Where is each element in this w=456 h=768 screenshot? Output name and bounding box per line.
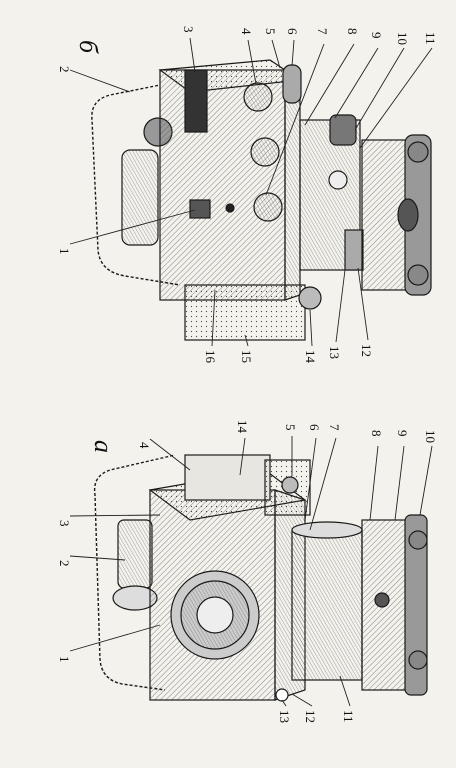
right-label: 15 [239, 350, 254, 363]
right-label: 4 [239, 28, 254, 35]
right-instrument-view: б [74, 40, 432, 341]
right-label: 16 [203, 350, 218, 364]
right-connector [298, 286, 322, 310]
right-label: 10 [395, 32, 410, 45]
left-label: 1 [57, 656, 72, 663]
left-label: 4 [137, 442, 152, 449]
left-panel-letter: a [89, 440, 118, 453]
right-label: 1 [57, 248, 72, 255]
right-cap-knob [282, 64, 302, 104]
left-base-screw [374, 592, 390, 608]
right-clamp-arm [344, 229, 364, 271]
left-eyepiece-tube [117, 519, 153, 589]
right-knob-6 [253, 192, 283, 222]
right-label: 5 [263, 28, 278, 35]
right-label: 6 [285, 28, 300, 35]
left-label: 12 [303, 710, 318, 723]
left-alidade-drum [291, 529, 363, 681]
right-display-window [184, 69, 208, 133]
right-tangent-screw [329, 114, 357, 146]
right-panel-letter: б [74, 40, 103, 54]
left-small-knob [275, 688, 289, 702]
right-label: 14 [303, 350, 318, 364]
right-callouts: 2 3 4 5 6 7 8 9 10 11 1 16 15 14 13 12 [57, 26, 438, 364]
right-knob-4 [243, 82, 273, 112]
right-label: 3 [181, 26, 196, 33]
right-knob-5 [250, 137, 280, 167]
left-footscrew-plate [404, 514, 428, 696]
left-label: 3 [57, 520, 72, 527]
left-label: 5 [283, 424, 298, 431]
left-connector [281, 476, 299, 494]
right-label: 9 [369, 32, 384, 39]
left-label: 2 [57, 560, 72, 567]
left-label: 13 [277, 710, 292, 723]
left-label: 6 [307, 424, 322, 431]
left-label: 8 [369, 430, 384, 437]
left-label: 11 [341, 710, 356, 723]
right-label: 7 [315, 28, 330, 35]
left-label: 10 [423, 430, 438, 443]
left-label: 7 [327, 424, 342, 431]
right-label: 11 [423, 32, 438, 45]
left-label: 14 [235, 420, 250, 434]
right-label: 13 [327, 346, 342, 359]
right-label: 12 [359, 344, 374, 357]
right-side-box [184, 284, 306, 341]
left-instrument-view: a [89, 440, 428, 702]
right-eyepiece-tube [121, 149, 159, 246]
left-lens-glass [196, 596, 234, 634]
left-side-box [184, 454, 271, 501]
right-label: 2 [57, 66, 72, 73]
left-callouts: 1 2 3 4 14 5 6 7 8 9 10 11 12 13 [57, 420, 438, 723]
right-label: 8 [345, 28, 360, 35]
left-label: 9 [395, 430, 410, 437]
right-readout-window [189, 199, 211, 219]
